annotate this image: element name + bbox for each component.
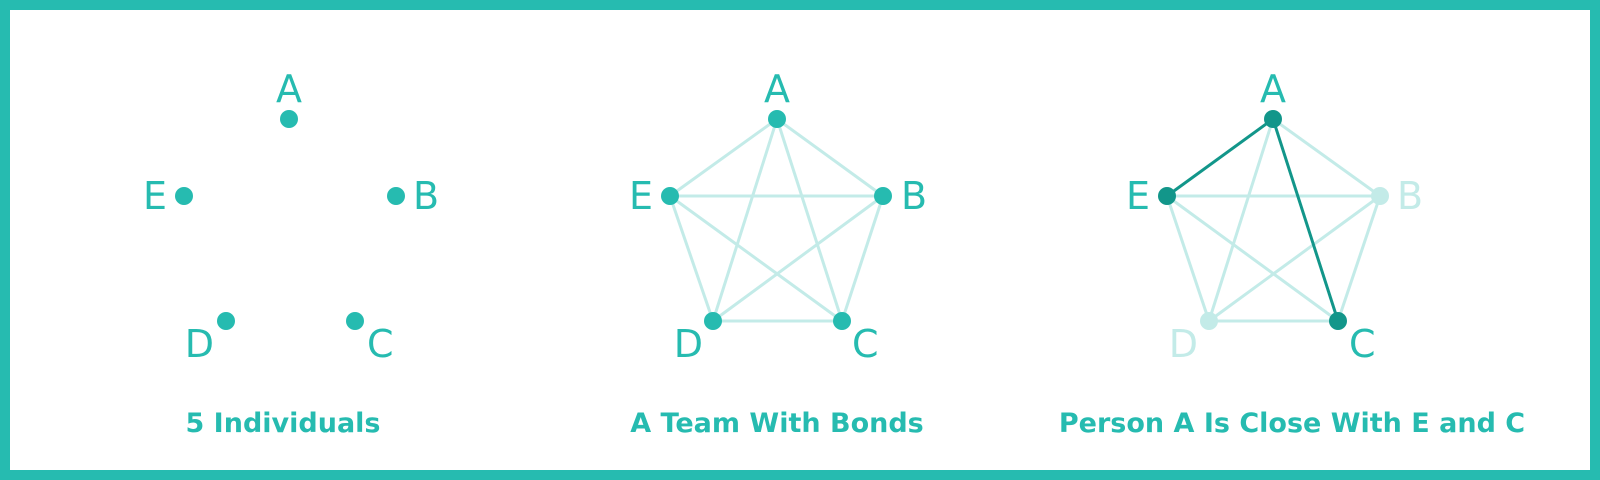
edge-a-e-highlighted xyxy=(1166,117,1274,198)
node-b: B xyxy=(1371,174,1423,218)
node-b-dot xyxy=(387,187,405,205)
edge-a-c-highlighted xyxy=(1271,118,1340,322)
node-d-dot xyxy=(217,312,235,330)
edges xyxy=(668,117,885,323)
node-d: D xyxy=(1169,312,1218,366)
node-e-label: E xyxy=(1126,174,1150,218)
edge-a-e xyxy=(669,117,778,198)
node-e: E xyxy=(1126,174,1176,218)
node-c: C xyxy=(833,312,879,366)
node-d-dot xyxy=(704,312,722,330)
edge-a-c xyxy=(775,118,844,322)
node-b: B xyxy=(387,174,439,218)
panel-person-a-close: A B C D E Person A Is Close With E and C xyxy=(1059,67,1525,439)
node-b-dot xyxy=(874,187,892,205)
node-c-dot xyxy=(833,312,851,330)
node-a-dot xyxy=(280,110,298,128)
panel-team-bonds: A B C D E A Team With Bonds xyxy=(629,67,927,439)
node-c-label: C xyxy=(1349,322,1376,366)
node-d-label: D xyxy=(674,322,703,366)
node-a-dot xyxy=(1264,110,1282,128)
edge-d-e xyxy=(1165,195,1211,322)
node-d: D xyxy=(674,312,722,366)
edge-a-d xyxy=(711,118,779,322)
node-e-dot xyxy=(175,187,193,205)
edge-c-e xyxy=(669,194,843,323)
edge-a-b xyxy=(776,117,884,198)
node-a-label: A xyxy=(764,67,790,111)
caption-team-bonds: A Team With Bonds xyxy=(630,408,924,439)
node-d: D xyxy=(185,312,235,366)
edge-b-c xyxy=(1336,195,1382,322)
edge-a-b xyxy=(1272,117,1381,198)
node-e-label: E xyxy=(629,174,653,218)
edge-b-d xyxy=(1208,194,1381,323)
node-c-label: C xyxy=(367,322,394,366)
node-d-label: D xyxy=(185,322,214,366)
node-b-dot xyxy=(1371,187,1389,205)
node-b-label: B xyxy=(413,174,439,218)
edge-c-e xyxy=(1166,194,1339,323)
node-a-dot xyxy=(768,110,786,128)
node-c-dot xyxy=(346,312,364,330)
edge-d-e xyxy=(668,195,715,322)
caption-individuals: 5 Individuals xyxy=(186,408,381,439)
node-c-dot xyxy=(1329,312,1347,330)
edges-light xyxy=(1165,117,1382,323)
node-a: A xyxy=(1260,67,1286,128)
node-c: C xyxy=(1329,312,1376,366)
node-a: A xyxy=(276,67,302,128)
node-b-label: B xyxy=(901,174,927,218)
node-e: E xyxy=(629,174,679,218)
node-d-dot xyxy=(1200,312,1218,330)
node-e-dot xyxy=(1158,187,1176,205)
node-a-label: A xyxy=(1260,67,1286,111)
node-c-label: C xyxy=(852,322,879,366)
panel-individuals: A B C D E 5 Individuals xyxy=(143,67,439,439)
node-e-dot xyxy=(661,187,679,205)
node-a-label: A xyxy=(276,67,302,111)
node-c: C xyxy=(346,312,394,366)
caption-person-a-close: Person A Is Close With E and C xyxy=(1059,408,1525,439)
node-d-label: D xyxy=(1169,322,1198,366)
node-b-label: B xyxy=(1397,174,1423,218)
edge-b-d xyxy=(712,194,884,323)
node-a: A xyxy=(764,67,790,128)
edges-highlighted xyxy=(1166,117,1340,322)
edge-a-d xyxy=(1207,118,1275,322)
edge-b-c xyxy=(840,195,885,322)
node-e: E xyxy=(143,174,193,218)
node-e-label: E xyxy=(143,174,167,218)
node-b: B xyxy=(874,174,927,218)
